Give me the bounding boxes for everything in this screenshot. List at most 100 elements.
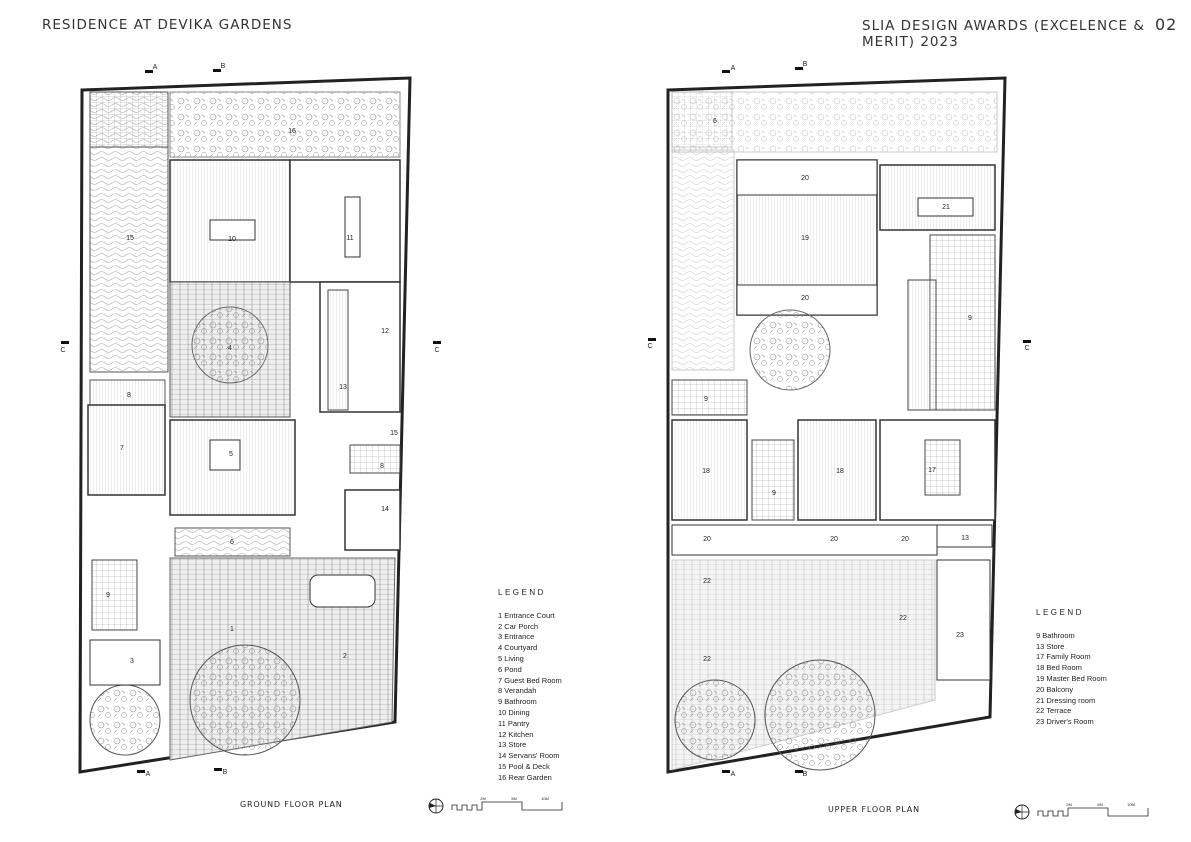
legend-item: 20 Balcony <box>1036 684 1074 694</box>
legend-item: 1 Entrance Court <box>498 610 555 620</box>
room-label: 14 <box>381 506 389 513</box>
upper-floor-title: UPPER FLOOR PLAN <box>828 805 920 814</box>
scale-label: 5M <box>1097 802 1103 807</box>
servants-room <box>344 489 401 551</box>
section-marker-icon <box>213 69 221 72</box>
legend-item: 11 Pantry <box>498 718 530 728</box>
scale-bar-ground <box>451 801 563 811</box>
balconies <box>671 524 938 556</box>
room-label: 8 <box>380 463 384 470</box>
room-label: 18 <box>836 468 844 475</box>
room-label: 8 <box>127 392 131 399</box>
room-label: 9 <box>968 315 972 322</box>
legend-item: 8 Verandah <box>498 686 537 696</box>
legend-item: 18 Bed Room <box>1036 663 1082 673</box>
room-label: 22 <box>899 615 907 622</box>
car <box>309 574 376 608</box>
section-mark: C <box>60 347 65 354</box>
section-mark: B <box>803 61 808 68</box>
section-marker-icon <box>145 70 153 73</box>
section-marker-icon <box>648 338 656 341</box>
stair <box>327 289 349 411</box>
room-label: 21 <box>942 204 950 211</box>
scale-label: 2M <box>480 796 486 801</box>
scale-label: 2M <box>1066 802 1072 807</box>
room-label: 10 <box>228 236 236 243</box>
legend-item: 4 Courtyard <box>498 643 538 653</box>
section-marker-icon <box>433 341 441 344</box>
project-title: RESIDENCE AT DEVIKA GARDENS <box>42 17 293 33</box>
legend-item: 10 Dining <box>498 707 530 717</box>
room-label: 6 <box>230 539 234 546</box>
room-label: 5 <box>229 451 233 458</box>
family-room <box>879 419 996 521</box>
page-number: 02 <box>1155 15 1178 34</box>
room-label: 13 <box>961 535 969 542</box>
section-mark: A <box>731 65 736 72</box>
verandah <box>89 379 166 406</box>
section-marker-icon <box>61 341 69 344</box>
room-label: 18 <box>702 468 710 475</box>
room-label: 22 <box>703 656 711 663</box>
section-marker-icon <box>137 770 145 773</box>
scale-label: 5M <box>511 796 517 801</box>
section-mark: B <box>221 63 226 70</box>
pond <box>174 527 291 557</box>
balcony-top <box>736 159 878 196</box>
room-label: 4 <box>228 345 232 352</box>
section-marker-icon <box>795 770 803 773</box>
room-label: 15 <box>126 235 134 242</box>
legend-item: 2 Car Porch <box>498 621 539 631</box>
bedroom-18a <box>671 419 748 521</box>
north-arrow-upper <box>1014 804 1030 820</box>
room-label: 9 <box>106 592 110 599</box>
room-label: 7 <box>120 445 124 452</box>
section-mark: A <box>153 64 158 71</box>
room-label: 22 <box>703 578 711 585</box>
legend-heading: LEGEND <box>1036 608 1084 617</box>
legend-item: 9 Bathroom <box>498 697 537 707</box>
room-label: 3 <box>130 658 134 665</box>
balcony-mid <box>736 284 878 316</box>
section-mark: B <box>803 771 808 778</box>
room-label: 6 <box>713 118 717 125</box>
room-label: 16 <box>288 128 296 135</box>
entrance <box>89 639 161 686</box>
legend-item: 6 Pond <box>498 664 522 674</box>
room-label: 20 <box>801 175 809 182</box>
room-label: 9 <box>772 490 776 497</box>
bedroom-18b <box>797 419 877 521</box>
room-label: 2 <box>343 653 347 660</box>
legend-item: 3 Entrance <box>498 632 535 642</box>
room-label: 20 <box>801 295 809 302</box>
room-label: 1 <box>230 626 234 633</box>
section-marker-icon <box>1023 340 1031 343</box>
legend-item: 23 Driver's Room <box>1036 717 1094 727</box>
legend-item: 15 Pool & Deck <box>498 761 550 771</box>
store-13 <box>936 524 993 548</box>
scale-bar-upper <box>1037 807 1149 817</box>
room-label: 12 <box>381 328 389 335</box>
legend-item: 13 Store <box>1036 641 1065 651</box>
section-marker-icon <box>722 70 730 73</box>
section-mark: A <box>146 771 151 778</box>
room-label: 23 <box>956 632 964 639</box>
scale-label: 10M <box>1127 802 1135 807</box>
legend-item: 12 Kitchen <box>498 729 534 739</box>
room-label: 20 <box>830 536 838 543</box>
room-label: 20 <box>703 536 711 543</box>
bathroom <box>349 444 401 474</box>
north-arrow-ground <box>428 798 444 814</box>
room-label: 9 <box>704 396 708 403</box>
dining-table <box>209 219 256 241</box>
room-label: 15 <box>390 430 398 437</box>
legend-item: 14 Servans' Room <box>498 751 560 761</box>
legend-item: 16 Rear Garden <box>498 772 552 782</box>
bathroom-9-upper <box>929 234 996 411</box>
section-mark: A <box>731 771 736 778</box>
legend-item: 5 Living <box>498 653 524 663</box>
